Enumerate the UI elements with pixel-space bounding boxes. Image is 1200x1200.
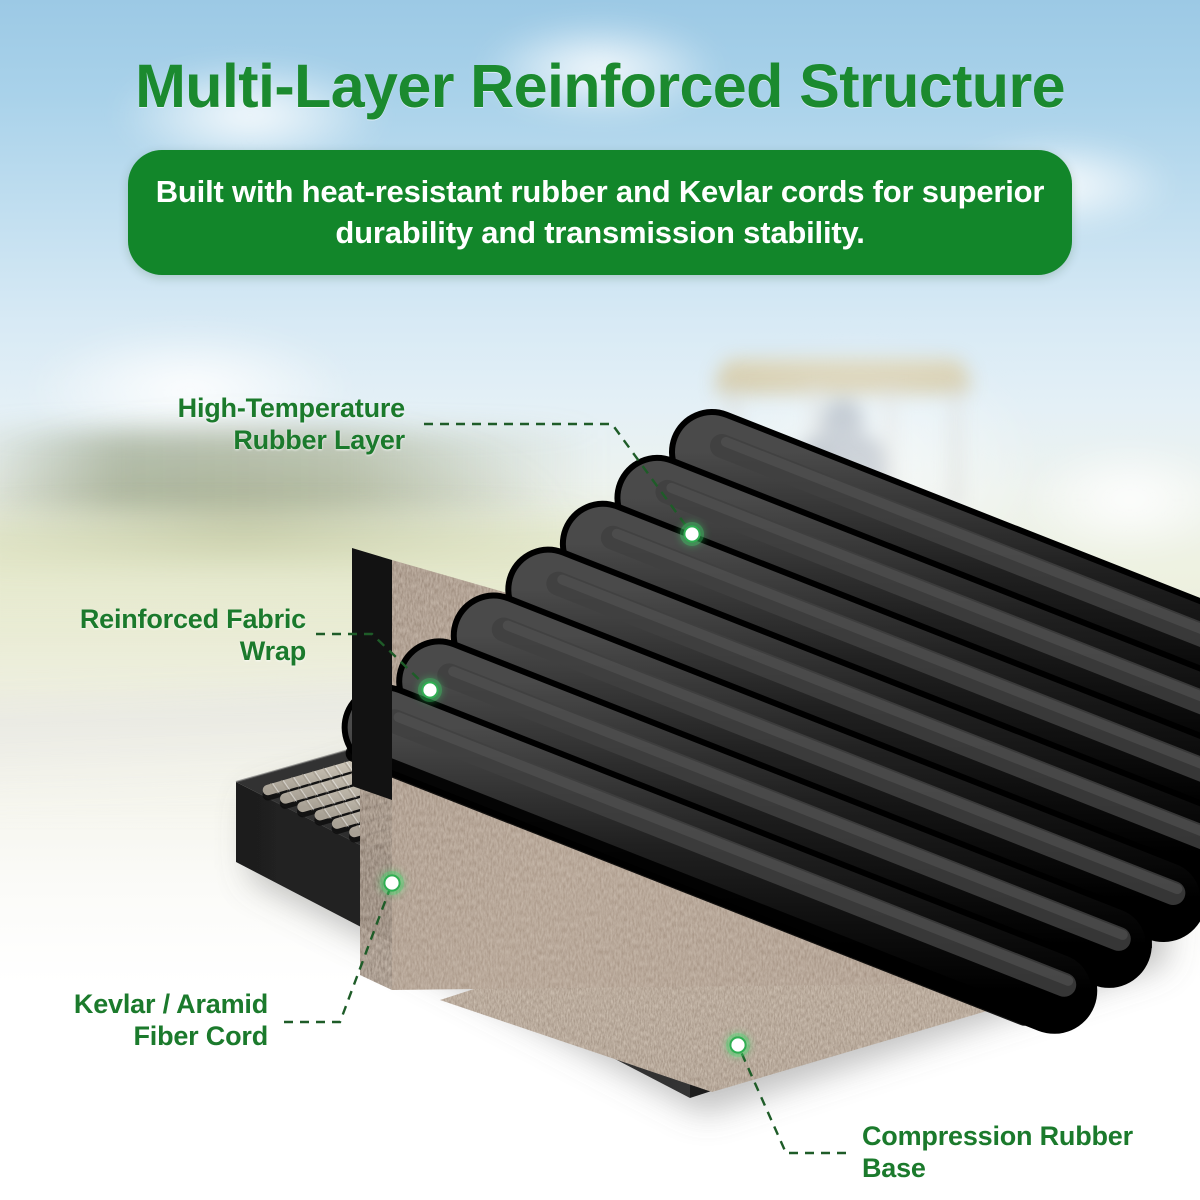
subtitle-banner-text: Built with heat-resistant rubber and Kev… — [155, 174, 1045, 250]
leader-line-kevlar-aramid-fiber-cord — [284, 871, 404, 1024]
high-temperature-rubber-layer-group — [341, 409, 1200, 1034]
callout-line-2: Wrap — [239, 636, 306, 667]
cloud-shape — [430, 0, 770, 140]
callout-label-high-temperature-rubber-layer: High-Temperature Rubber Layer — [135, 392, 406, 457]
page-title: Multi-Layer Reinforced Structure — [135, 52, 1065, 120]
callout-line-1: Kevlar / Aramid — [73, 989, 268, 1019]
rubber-rib — [341, 684, 1098, 1034]
callout-label-reinforced-fabric-wrap: Reinforced Fabric Wrap — [48, 603, 306, 668]
callout-leader-lines — [284, 422, 846, 1155]
callout-label-kevlar-aramid-fiber-cord: Kevlar / Aramid Fiber Cord — [28, 988, 268, 1053]
leader-line-compression-rubber-base — [726, 1033, 846, 1155]
callout-marker-dot — [683, 525, 701, 543]
background-treeline — [0, 430, 600, 510]
callout-marker-dot — [729, 1036, 747, 1054]
leader-line-reinforced-fabric-wrap — [316, 632, 442, 702]
rubber-left-cut-face — [352, 548, 392, 800]
callout-marker-dot — [421, 681, 439, 699]
callout-line-1: Reinforced Fabric — [79, 604, 306, 634]
callout-line-2: Rubber Layer — [233, 425, 405, 456]
callout-label-compression-rubber-base: Compression Rubber Base — [862, 1120, 1162, 1185]
subtitle-banner: Built with heat-resistant rubber and Kev… — [128, 150, 1072, 275]
callout-line-2: Fiber Cord — [133, 1021, 268, 1052]
rubber-rib — [559, 500, 1200, 827]
callout-line-1: Compression Rubber — [862, 1121, 1133, 1151]
callout-line-1: High-Temperature — [177, 393, 406, 423]
leader-line-high-temperature-rubber-layer — [424, 422, 704, 546]
callout-line-2: Base — [862, 1153, 926, 1184]
callout-marker-dot — [383, 874, 401, 892]
